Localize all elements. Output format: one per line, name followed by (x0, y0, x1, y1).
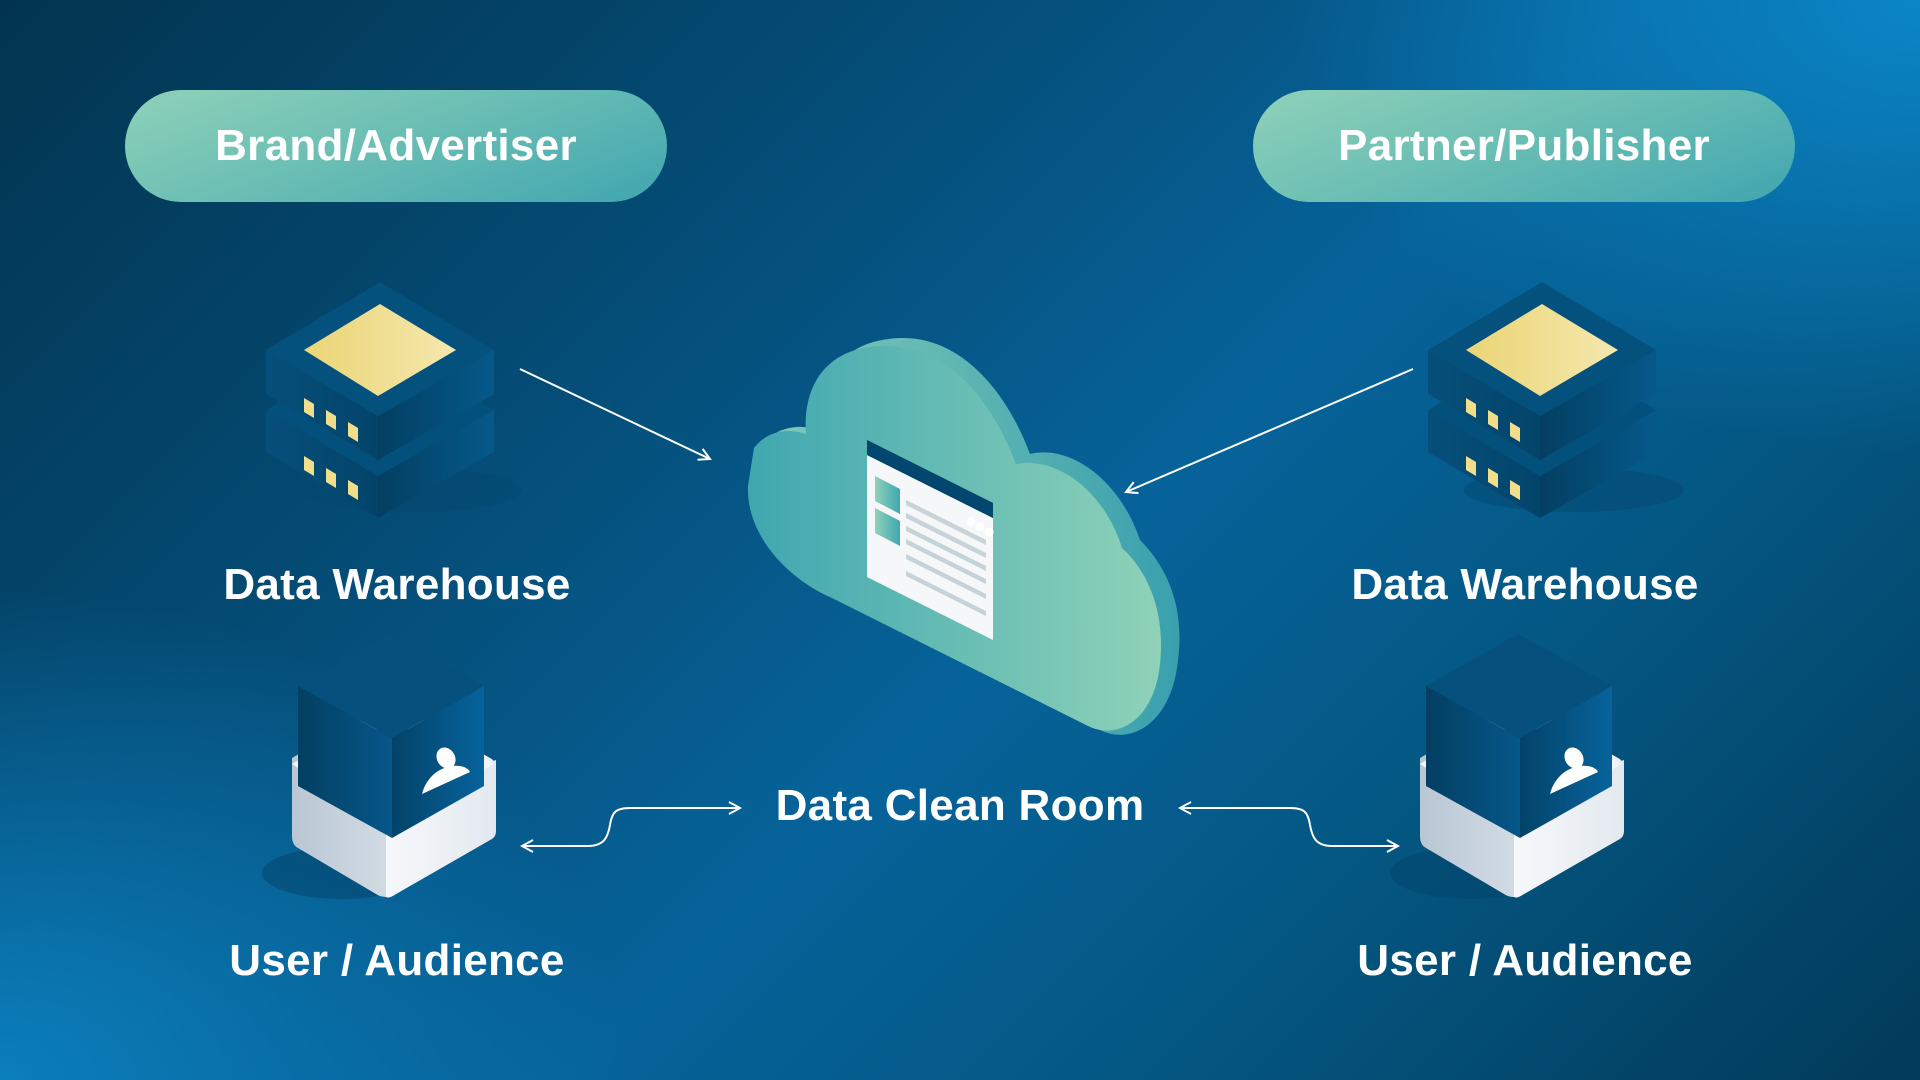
right-user-audience-icon (1390, 634, 1624, 899)
person-icon (422, 747, 470, 794)
partner-publisher-pill: Partner/Publisher (1253, 90, 1795, 202)
left-warehouse-to-cloud-arrow (519, 368, 710, 459)
left-audience-clean-room-arrow (522, 808, 740, 846)
right-user-audience-label: User / Audience (1357, 936, 1693, 985)
right-data-warehouse-server-icon (1428, 282, 1684, 518)
left-user-audience-icon (262, 634, 496, 899)
partner-publisher-label: Partner/Publisher (1338, 121, 1710, 170)
left-user-audience-label: User / Audience (229, 936, 565, 985)
left-data-warehouse-server-icon (266, 282, 522, 518)
brand-advertiser-label: Brand/Advertiser (215, 121, 577, 170)
browser-window-icon (867, 440, 994, 640)
brand-advertiser-pill: Brand/Advertiser (125, 90, 667, 202)
data-clean-room-cloud-icon (747, 337, 1180, 735)
data-clean-room-label: Data Clean Room (775, 781, 1145, 830)
right-audience-clean-room-arrow (1180, 808, 1398, 846)
right-data-warehouse-label: Data Warehouse (1351, 560, 1699, 609)
person-icon (1550, 747, 1598, 794)
right-warehouse-to-cloud-arrow (1126, 368, 1414, 492)
left-data-warehouse-label: Data Warehouse (223, 560, 571, 609)
